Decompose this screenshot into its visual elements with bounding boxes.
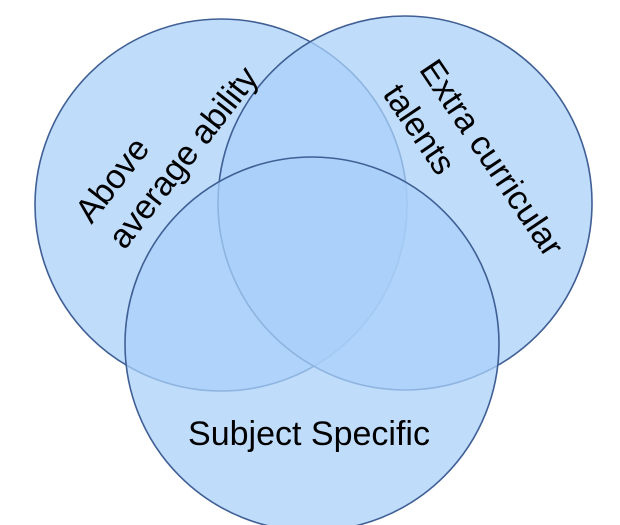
label-subject-specific: Subject Specific bbox=[188, 415, 430, 453]
circle-subject-specific bbox=[124, 156, 500, 525]
